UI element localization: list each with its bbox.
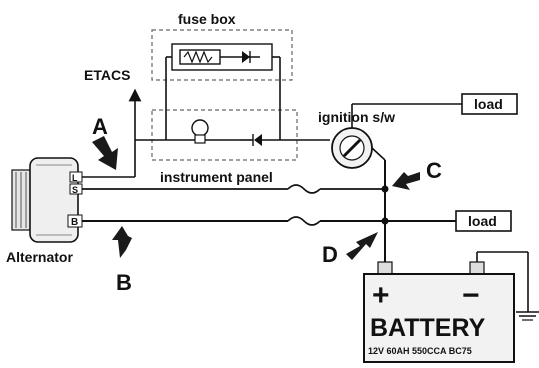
point-d-label: D bbox=[322, 242, 338, 267]
wire-ignition-to-c bbox=[371, 147, 386, 161]
warning-lamp-icon bbox=[191, 119, 209, 137]
arrow-d-icon bbox=[346, 232, 378, 260]
load-mid-label: load bbox=[468, 213, 497, 229]
arrow-a-icon bbox=[92, 136, 118, 170]
battery bbox=[363, 261, 515, 363]
arrow-c-icon bbox=[392, 172, 420, 190]
terminal-l-label: L bbox=[72, 173, 78, 183]
panel-diode-icon bbox=[254, 134, 262, 146]
diode-icon bbox=[242, 51, 250, 63]
resistor-zigzag-icon bbox=[183, 50, 213, 64]
alternator bbox=[11, 157, 79, 243]
load-top-label: load bbox=[474, 96, 503, 112]
etacs-label: ETACS bbox=[84, 67, 130, 83]
fuse-box-enclosure bbox=[151, 29, 293, 81]
battery-minus-sign: − bbox=[462, 279, 480, 312]
fuse-b-line-icon bbox=[287, 216, 321, 226]
point-a-label: A bbox=[92, 114, 108, 139]
load-top-box bbox=[461, 93, 518, 115]
battery-negative-post bbox=[469, 261, 485, 275]
battery-spec-label: 12V 60AH 550CCA BC75 bbox=[368, 346, 472, 356]
node-d-dot bbox=[381, 217, 389, 225]
battery-label: BATTERY bbox=[370, 314, 486, 342]
alternator-label: Alternator bbox=[6, 249, 73, 265]
ignition-sw-label: ignition s/w bbox=[318, 109, 395, 125]
node-c-dot bbox=[381, 185, 389, 193]
point-c-label: C bbox=[426, 158, 442, 183]
arrow-b-icon bbox=[112, 226, 132, 258]
terminal-s-label: S bbox=[72, 185, 78, 195]
fuse-box-label: fuse box bbox=[178, 11, 236, 27]
battery-case bbox=[363, 273, 515, 363]
lamp-base-icon bbox=[194, 134, 206, 144]
load-mid-box bbox=[455, 210, 512, 232]
instrument-panel-enclosure bbox=[151, 109, 298, 161]
instrument-panel-label: instrument panel bbox=[160, 169, 273, 185]
ignition-key-slot bbox=[342, 138, 362, 158]
terminal-b-label: B bbox=[71, 217, 78, 228]
point-b-label: B bbox=[116, 270, 132, 295]
battery-plus-sign: + bbox=[372, 279, 390, 312]
fuse-s-line-icon bbox=[287, 184, 321, 194]
battery-positive-post bbox=[377, 261, 393, 275]
